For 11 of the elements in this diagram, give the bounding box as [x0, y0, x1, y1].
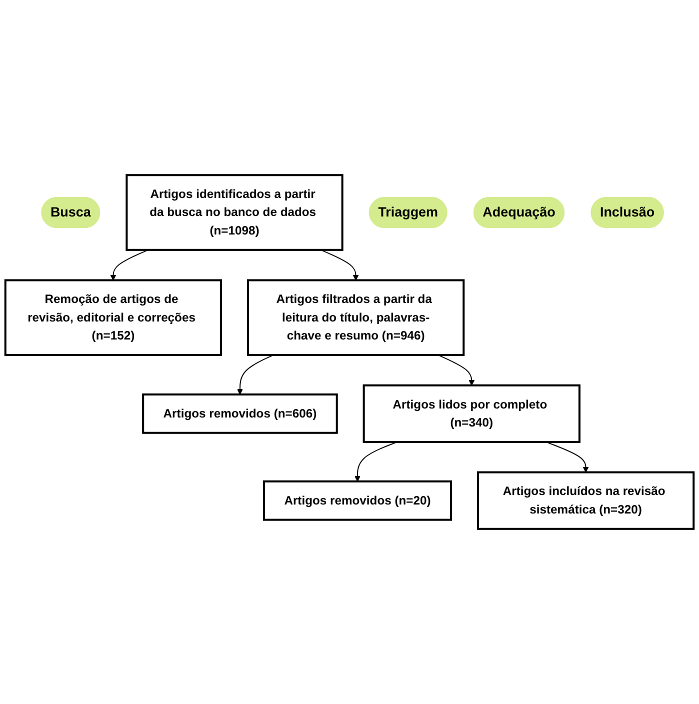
arrow — [320, 249, 359, 280]
arrow — [546, 442, 589, 473]
arrow — [110, 249, 148, 280]
node-box: Artigos lidos por completo (n=340) — [362, 384, 580, 443]
arrow — [354, 442, 398, 482]
node-box: Artigos filtrados a partir da leitura do título, palavras-chave e resumo (n=946) — [246, 279, 465, 356]
node-box: Remoção de artigos de revisão, editorial e correções (n=152) — [4, 279, 222, 356]
node-box: Artigos identificados a partir da busca no banco de dados (n=1098) — [126, 174, 344, 251]
node-box: Artigos removidos (n=20) — [262, 480, 452, 521]
node-box: Artigos removidos (n=606) — [142, 393, 338, 434]
node-box: Artigos incluídos na revisão sistemática (n=320) — [476, 471, 695, 530]
